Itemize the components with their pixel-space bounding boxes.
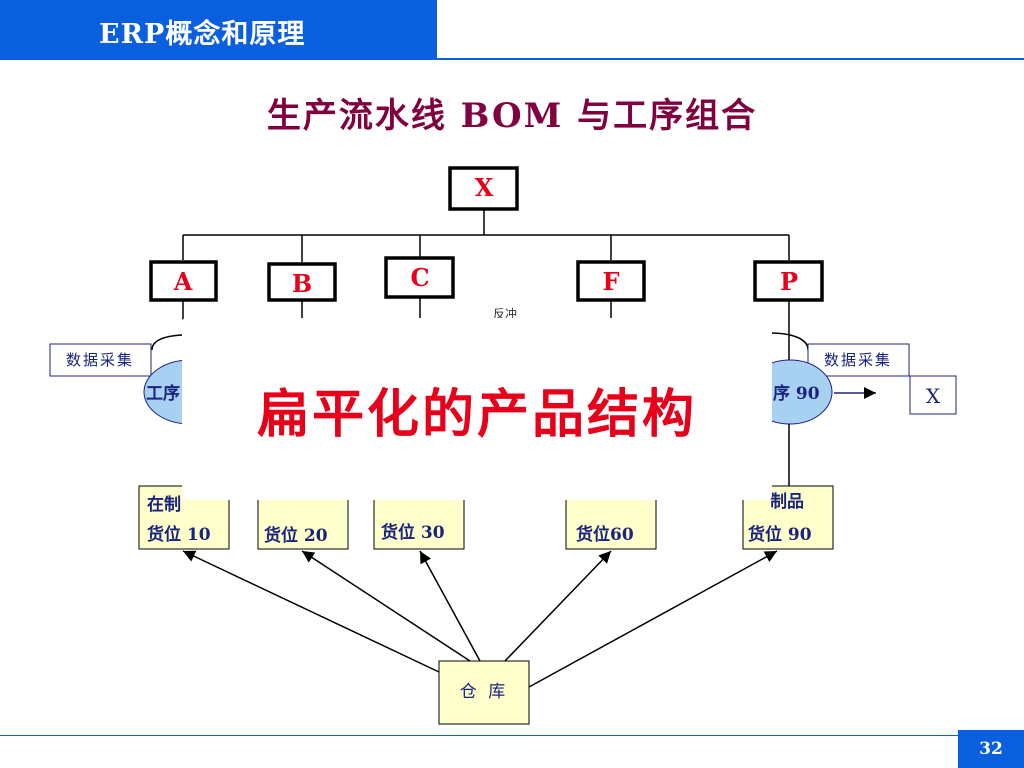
- page-title: 生产流水线 BOM 与工序组合: [266, 96, 758, 136]
- bom-node-b-label: B: [292, 269, 312, 298]
- data-collection-right: 数据采集: [807, 343, 910, 377]
- bom-node-p: P: [753, 260, 824, 302]
- bom-node-b: B: [267, 262, 337, 302]
- header-bar: ERP概念和原理: [0, 0, 437, 60]
- output-label: X: [926, 384, 941, 408]
- header-title: ERP概念和原理: [99, 19, 306, 50]
- data-collection-left: 数据采集: [49, 343, 152, 377]
- bom-node-f-label: F: [602, 267, 619, 296]
- bom-node-a: A: [149, 260, 218, 302]
- location-90-line1: 制品: [770, 491, 804, 512]
- location-10-line1: 在制: [147, 494, 181, 515]
- bom-node-p-label: P: [780, 267, 798, 296]
- location-20-line2: 货位 20: [264, 525, 328, 546]
- process-left-label: 工序: [146, 383, 180, 404]
- bom-node-a-label: A: [173, 267, 193, 296]
- footer-rule: [0, 735, 958, 736]
- data-collection-right-label: 数据采集: [824, 351, 892, 369]
- overlay-callout: 扁平化的产品结构: [182, 318, 772, 500]
- bom-node-c-label: C: [410, 263, 429, 292]
- backflush-label: 反冲: [493, 306, 517, 321]
- bom-node-root: X: [448, 166, 519, 211]
- location-10-line2: 货位 10: [147, 524, 211, 545]
- output-box: X: [909, 375, 957, 415]
- location-30-line2: 货位 30: [381, 522, 445, 543]
- location-60-line2: 货位60: [576, 524, 634, 545]
- data-collection-left-label: 数据采集: [66, 351, 134, 369]
- warehouse-box: 仓 库: [438, 660, 530, 725]
- location-90-line2: 货位 90: [748, 524, 812, 545]
- process-right-label: 序 90: [773, 383, 820, 404]
- overlay-text: 扁平化的产品结构: [256, 384, 697, 445]
- header-rule: [437, 58, 1024, 60]
- page-number: 32: [958, 730, 1024, 768]
- bom-node-f: F: [576, 260, 646, 302]
- bom-tree-connectors: [151, 209, 809, 362]
- bom-node-root-label: X: [475, 173, 494, 202]
- bom-node-c: C: [384, 256, 455, 299]
- warehouse-arrows: [182, 550, 778, 688]
- warehouse-label: 仓 库: [460, 682, 508, 702]
